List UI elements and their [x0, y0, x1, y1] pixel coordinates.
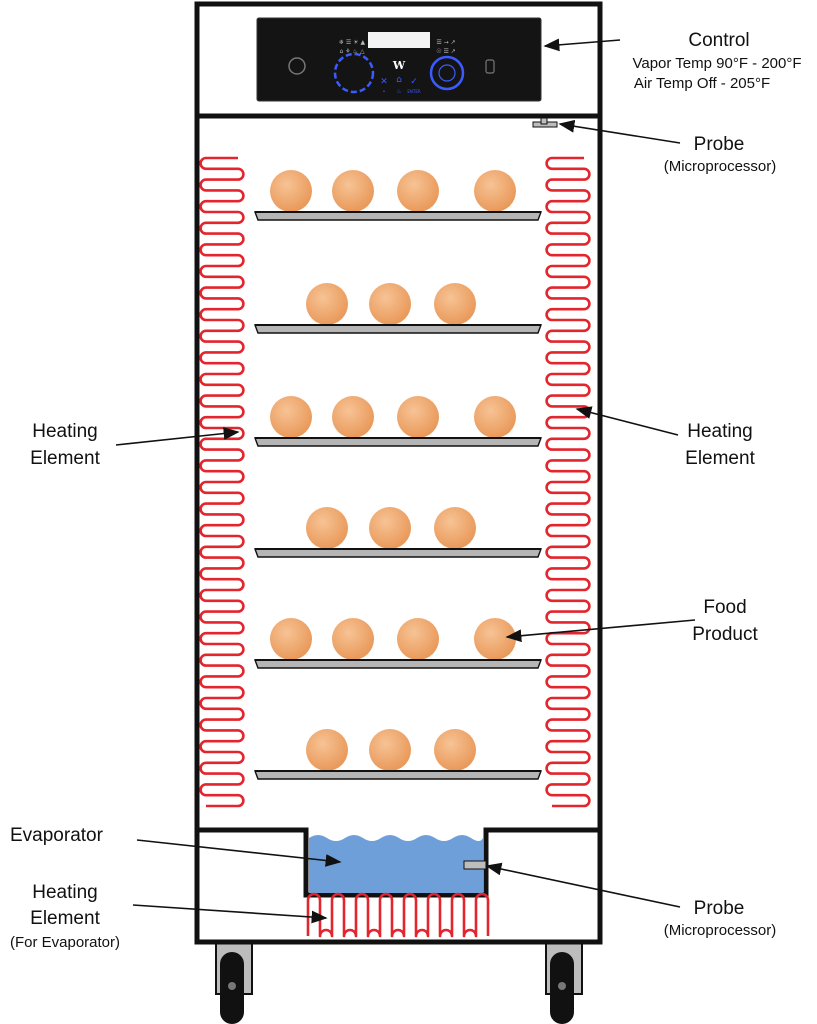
evaporator-section: [197, 827, 600, 938]
left-icon-row-2: ⌂ ⚘ ♨ △: [340, 48, 365, 55]
arrow-heating-left: [115, 427, 240, 446]
arrow-evaporator: [136, 839, 342, 867]
right-icon-row-2: ☉ ☰ ↗: [436, 48, 456, 55]
left-icon-row-1: ❄ ☰ ☀ ▲: [339, 39, 366, 46]
food-product-item: [332, 618, 374, 660]
food-product-item: [474, 396, 516, 438]
tray-2: [253, 283, 543, 334]
caster-right: [545, 941, 583, 1024]
food-product-item: [306, 283, 348, 325]
tray-rack: [253, 170, 543, 780]
cabinet-frame: [194, 1, 603, 945]
label-probe-bottom-sub: (Microprocessor): [663, 922, 777, 939]
center-sub-1: •: [383, 89, 386, 95]
adjust-dial[interactable]: [429, 55, 465, 91]
right-icon-row-1: ☰ → ↗: [436, 39, 455, 46]
evaporator-heating-element: [306, 892, 490, 938]
food-product-item: [306, 507, 348, 549]
label-food-2: Product: [692, 624, 758, 645]
probe-top: [532, 117, 558, 128]
evaporator-water: [309, 835, 483, 893]
control-panel: W ❄ ☰ ☀ ▲ ⌂ ⚘ ♨ △ ☰ → ↗ ☉ ☰ ↗ ✕ ⌂ ✓ • ♨ …: [256, 17, 542, 102]
tray-5: [253, 618, 543, 669]
arrow-probe-top: [558, 119, 681, 144]
power-button[interactable]: [288, 57, 306, 75]
food-product-item: [270, 396, 312, 438]
center-sub-2: ♨: [396, 88, 401, 95]
label-evaporator: Evaporator: [10, 825, 103, 846]
cancel-icon: ✕: [380, 77, 388, 87]
food-product-item: [369, 507, 411, 549]
food-product-item: [369, 283, 411, 325]
tray-pan: [253, 548, 543, 558]
tray-pan: [253, 659, 543, 669]
heating-element-left: [199, 156, 245, 808]
food-product-item: [397, 396, 439, 438]
callout-arrows: [115, 38, 696, 924]
label-control-vapor: Vapor Temp 90°F - 200°F: [632, 55, 802, 72]
tray-1: [253, 170, 543, 221]
food-product-item: [434, 507, 476, 549]
tray-pan: [253, 437, 543, 447]
arrow-heating-evap: [132, 904, 328, 924]
label-probe-bottom-title: Probe: [693, 898, 745, 919]
food-product-item: [332, 170, 374, 212]
label-probe-top-sub: (Microprocessor): [663, 158, 777, 175]
arrow-food: [505, 619, 696, 643]
tray-3: [253, 396, 543, 447]
arrow-control: [543, 38, 621, 52]
display-screen: [368, 32, 430, 48]
food-product-item: [332, 396, 374, 438]
food-product-item: [369, 729, 411, 771]
label-heating-evap-1: Heating: [32, 882, 98, 903]
label-control-title: Control: [688, 30, 750, 51]
arrow-probe-bottom: [485, 862, 681, 908]
tray-pan: [253, 211, 543, 221]
probe-bottom: [463, 860, 487, 870]
arrow-heating-right: [575, 406, 679, 436]
evaporator-outline: [197, 827, 600, 898]
tray-pan: [253, 324, 543, 334]
tray-6: [253, 729, 543, 780]
brand-logo: W: [392, 59, 406, 72]
label-heating-right-1: Heating: [687, 421, 753, 442]
label-heating-left-1: Heating: [32, 421, 98, 442]
label-food-1: Food: [703, 597, 747, 618]
enter-label: ENTER: [407, 89, 420, 94]
label-heating-right-2: Element: [685, 448, 755, 469]
caster-left: [215, 941, 253, 1024]
label-heating-evap-2: Element: [30, 908, 100, 929]
food-product-item: [306, 729, 348, 771]
tray-4: [253, 507, 543, 558]
label-heating-evap-sub: (For Evaporator): [9, 934, 121, 951]
confirm-icon: ✓: [410, 77, 418, 87]
label-probe-top-title: Probe: [693, 134, 745, 155]
home-icon: ⌂: [396, 75, 402, 85]
tray-pan: [253, 770, 543, 780]
food-product-item: [474, 618, 516, 660]
food-product-item: [397, 618, 439, 660]
food-product-item: [434, 729, 476, 771]
label-heating-left-2: Element: [30, 448, 100, 469]
food-product-item: [270, 170, 312, 212]
heating-element-right: [545, 156, 591, 808]
food-product-item: [474, 170, 516, 212]
mode-dial[interactable]: [333, 52, 375, 94]
food-product-item: [397, 170, 439, 212]
food-product-item: [270, 618, 312, 660]
connectivity-icon: [485, 59, 495, 74]
label-control-air: Air Temp Off - 205°F: [633, 75, 771, 92]
food-product-item: [434, 283, 476, 325]
